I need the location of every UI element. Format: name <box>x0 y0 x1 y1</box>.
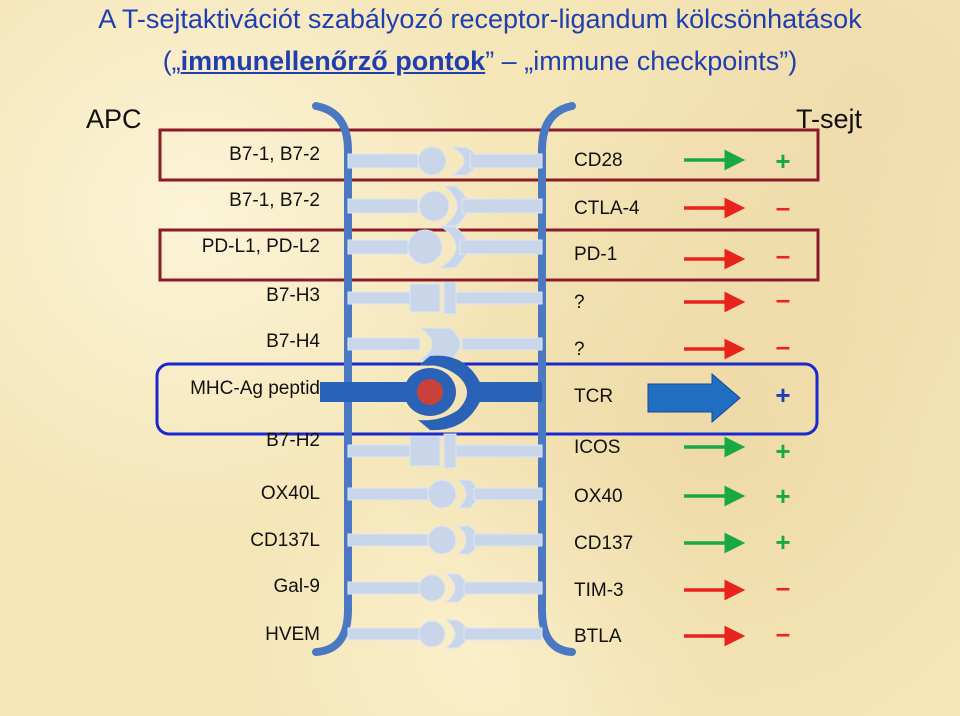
ligand-label: HVEM <box>265 624 320 645</box>
ligand-receptor-ctla4 <box>347 185 543 227</box>
ligand-receptor-pd1 <box>347 225 543 269</box>
ligand-label: B7-1, B7-2 <box>229 190 320 211</box>
effect-sign: – <box>775 240 791 270</box>
ligand-receptor-btla <box>347 619 543 649</box>
receptor-label: CD137 <box>574 533 634 554</box>
ligand-label: Gal-9 <box>273 576 320 597</box>
receptor-label: CTLA-4 <box>574 198 640 219</box>
ligand-receptor-cd137 <box>347 525 543 555</box>
title-rest: ” – „immune checkpoints”) <box>485 46 798 76</box>
effect-sign: – <box>775 618 791 648</box>
apc-label: APC <box>86 104 142 134</box>
receptor-label: TCR <box>574 386 614 407</box>
receptor-label: BTLA <box>574 626 622 647</box>
effect-sign: + <box>775 436 791 466</box>
apc-membrane <box>312 102 352 656</box>
ligand-label: PD-L1, PD-L2 <box>201 236 320 257</box>
effect-sign: + <box>775 380 791 410</box>
ligand-label: CD137L <box>250 530 320 551</box>
title-line-1: A T-sejtaktivációt szabályozó receptor-l… <box>0 4 960 35</box>
ligand-label: MHC-Ag peptid <box>190 378 320 399</box>
effect-sign: – <box>775 331 791 361</box>
signal-arrows <box>647 149 746 647</box>
effect-sign: – <box>775 192 791 222</box>
receptor-label: PD-1 <box>574 244 618 265</box>
ligand-receptor-b7h4 <box>347 327 543 361</box>
tcr-block-arrow-icon <box>647 372 741 424</box>
receptor-label: ICOS <box>574 437 621 458</box>
peptide-circle <box>417 379 443 405</box>
ligand-label: B7-1, B7-2 <box>229 144 320 165</box>
title-emphasis: immunellenőrző pontok <box>180 46 486 76</box>
ligand-receptor-cd28 <box>347 146 543 176</box>
effect-sign: + <box>775 527 791 557</box>
effect-sign: + <box>775 481 791 511</box>
mhc-tcr-complex <box>320 355 542 431</box>
effect-sign: + <box>775 146 791 176</box>
receptor-label: OX40 <box>574 486 623 507</box>
ligand-label: OX40L <box>260 483 320 504</box>
ligand-receptor-b7h3 <box>347 281 543 315</box>
receptor-label: ? <box>574 339 585 360</box>
ligand-label: B7-H2 <box>266 430 320 451</box>
molecule-shapes <box>347 146 543 649</box>
tcr-highlight-frame <box>155 362 819 436</box>
ligand-receptor-ox40 <box>347 479 543 509</box>
tcell-membrane <box>538 102 576 656</box>
cd28-highlight-frame <box>158 128 820 182</box>
effect-sign: – <box>775 284 791 314</box>
title-line-2: („immunellenőrző pontok” – „immune check… <box>0 46 960 77</box>
title-open-quote: („ <box>162 46 181 76</box>
receptor-label: CD28 <box>574 150 623 171</box>
ligand-label: B7-H4 <box>266 331 320 352</box>
pd1-highlight-frame <box>158 228 820 282</box>
title-text: A T-sejtaktivációt szabályozó receptor-l… <box>98 4 862 34</box>
effect-sign: – <box>775 572 791 602</box>
receptor-label: TIM-3 <box>574 580 624 601</box>
ligand-receptor-icos <box>347 433 543 469</box>
ligand-label: B7-H3 <box>266 285 320 306</box>
ligand-receptor-tim3 <box>347 573 543 603</box>
receptor-label: ? <box>574 292 585 313</box>
